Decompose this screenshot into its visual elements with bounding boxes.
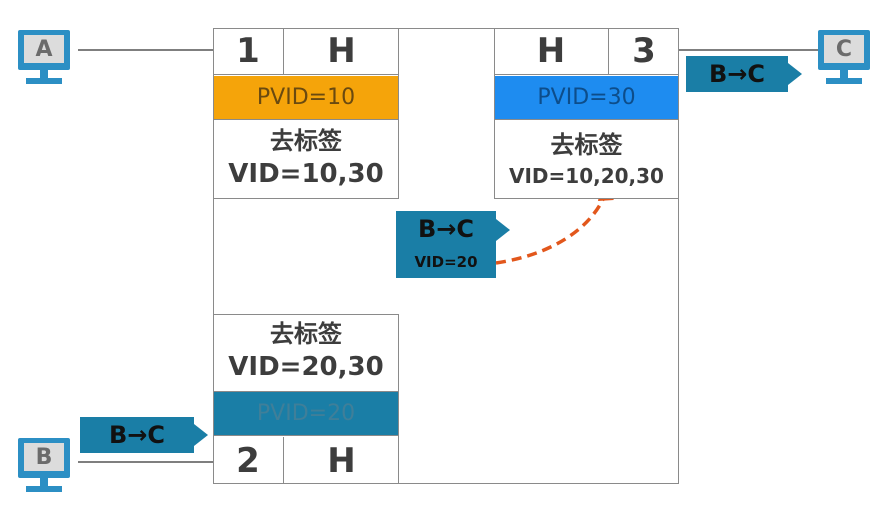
port3-vid: VID=10,20,30 <box>509 164 664 188</box>
port2-pvid: PVID=20 <box>214 391 398 436</box>
frame-tagged-vid: VID=20 <box>414 253 478 271</box>
port2-action: 去标签 <box>270 320 342 348</box>
frame-tagged-arrow-icon <box>496 219 510 241</box>
port3-pvid: PVID=30 <box>495 76 678 120</box>
frame-ingress-b-arrow-icon <box>194 424 208 446</box>
frame-ingress-b-label: B→C <box>80 417 194 453</box>
frame-egress-c-label: B→C <box>686 56 788 92</box>
frame-ingress-b: B→C <box>80 417 208 453</box>
frame-egress-c-arrow-icon <box>788 63 802 85</box>
frame-egress-c: B→C <box>686 56 802 92</box>
port3-number: 3 <box>609 28 679 75</box>
port1-action: 去标签 <box>270 127 342 155</box>
switch-frame <box>213 28 679 484</box>
host-b-label: B <box>24 443 64 471</box>
host-c-label: C <box>824 35 864 63</box>
port3-type: H <box>494 28 609 75</box>
host-a-computer-icon: A <box>18 30 70 86</box>
port2-number: 2 <box>213 437 284 484</box>
port2-type: H <box>327 440 356 481</box>
host-c-computer-icon: C <box>818 30 870 86</box>
port1-pvid: PVID=10 <box>214 76 398 120</box>
frame-tagged: B→C VID=20 <box>396 211 526 278</box>
port3-action: 去标签 <box>550 131 623 159</box>
frame-tagged-label: B→C <box>417 215 474 243</box>
port1-type: H <box>284 28 399 75</box>
host-a-label: A <box>24 35 64 63</box>
host-b-computer-icon: B <box>18 438 70 494</box>
port1-number: 1 <box>213 28 284 75</box>
port1-vid: VID=10,30 <box>228 159 384 189</box>
forward-path <box>495 194 607 265</box>
port2-vid: VID=20,30 <box>228 352 384 382</box>
